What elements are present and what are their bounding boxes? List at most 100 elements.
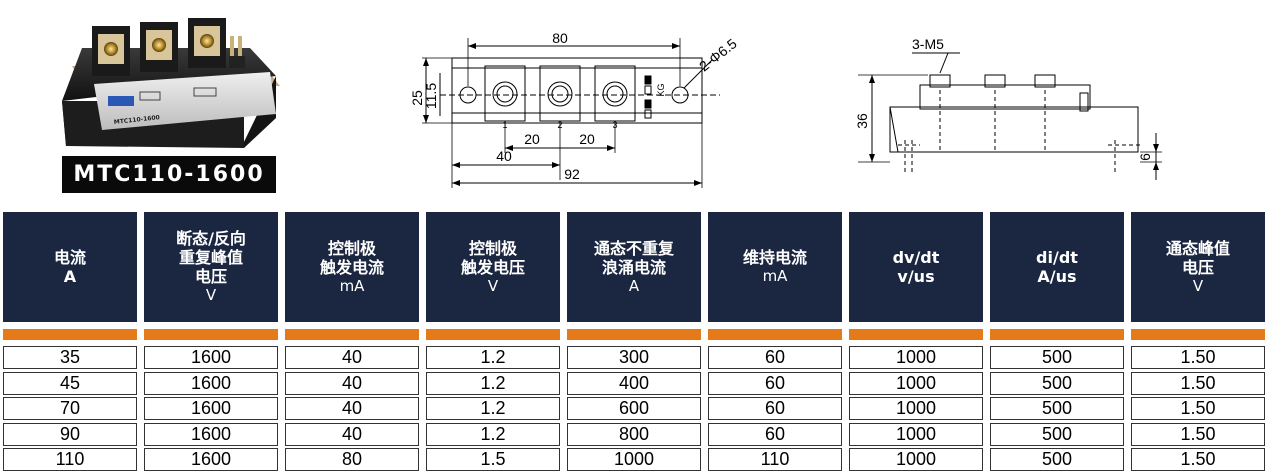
orange-divider bbox=[708, 329, 842, 340]
column-header-line: 通态不重复 bbox=[593, 238, 674, 258]
table-cell: 1.50 bbox=[1131, 372, 1265, 395]
column-header-line: A/us bbox=[1037, 267, 1077, 286]
table-cell: 60 bbox=[708, 397, 842, 420]
pin-3: 3 bbox=[612, 120, 617, 130]
module-photo: MTC110-1600 bbox=[62, 18, 280, 148]
orange-divider bbox=[990, 329, 1124, 340]
table-cell: 1000 bbox=[849, 397, 983, 420]
table-cell: 80 bbox=[285, 448, 419, 471]
column-header-unit: mA bbox=[762, 267, 788, 285]
table-cell: 1.2 bbox=[426, 423, 560, 446]
table-cell: 1.50 bbox=[1131, 397, 1265, 420]
model-label: MTC110-1600 bbox=[62, 156, 276, 193]
orange-divider bbox=[426, 329, 560, 340]
orange-divider bbox=[3, 329, 137, 340]
table-cell: 60 bbox=[708, 423, 842, 446]
top-view-drawing: 80 2-Φ6.5 25 11.5 1 2 3 KG 20 20 40 92 bbox=[412, 30, 740, 188]
table-cell: 1000 bbox=[849, 372, 983, 395]
column-header-line: dv/dt bbox=[892, 248, 940, 267]
table-cell: 1.5 bbox=[426, 448, 560, 471]
table-cell: 400 bbox=[567, 372, 701, 395]
pin-1: 1 bbox=[502, 120, 507, 130]
table-cell: 500 bbox=[990, 423, 1124, 446]
table-cell: 110 bbox=[708, 448, 842, 471]
dim-11-5: 11.5 bbox=[423, 83, 439, 109]
dim-6: 6 bbox=[1137, 153, 1153, 161]
table-cell: 1.2 bbox=[426, 346, 560, 369]
table-cell: 1.50 bbox=[1131, 448, 1265, 471]
table-cell: 40 bbox=[285, 346, 419, 369]
table-cell: 1000 bbox=[849, 423, 983, 446]
column-header-line: 维持电流 bbox=[742, 248, 807, 267]
dim-36: 36 bbox=[854, 113, 870, 129]
table-cell: 1.2 bbox=[426, 372, 560, 395]
column-header-line: 触发电压 bbox=[460, 257, 525, 277]
column-header-unit: A bbox=[628, 276, 640, 295]
table-cell: 1600 bbox=[144, 397, 278, 420]
column-header-line: 重复峰值 bbox=[178, 248, 243, 267]
table-cell: 60 bbox=[708, 346, 842, 369]
dim-80: 80 bbox=[552, 30, 568, 46]
column-header-line: 电流 bbox=[53, 248, 86, 267]
orange-divider bbox=[849, 329, 983, 340]
product-illustration-area: MTC110-1600 MTC110-1600 bbox=[0, 0, 1270, 205]
column-header-line: v/us bbox=[897, 267, 935, 286]
column-header-unit: V bbox=[487, 276, 499, 295]
column-header-line: 电压 bbox=[194, 267, 227, 286]
orange-divider bbox=[567, 329, 701, 340]
column-header-line: 通态峰值 bbox=[1165, 238, 1230, 258]
column-header-unit: V bbox=[1192, 276, 1204, 295]
column-header-line: 触发电流 bbox=[319, 257, 384, 277]
table-cell: 35 bbox=[3, 346, 137, 369]
table-cell: 1.2 bbox=[426, 397, 560, 420]
pins-kg: KG bbox=[656, 83, 666, 96]
table-cell: 1000 bbox=[849, 346, 983, 369]
column-header-line: 浪涌电流 bbox=[601, 257, 666, 277]
table-cell: 500 bbox=[990, 372, 1124, 395]
dim-92: 92 bbox=[564, 166, 580, 182]
table-cell: 600 bbox=[567, 397, 701, 420]
column-header-line: 控制极 bbox=[327, 238, 376, 258]
table-cell: 1.50 bbox=[1131, 423, 1265, 446]
dim-hole: 2-Φ6.5 bbox=[696, 35, 740, 74]
table-cell: 500 bbox=[990, 397, 1124, 420]
table-cell: 110 bbox=[3, 448, 137, 471]
table-cell: 60 bbox=[708, 372, 842, 395]
table-cell: 40 bbox=[285, 397, 419, 420]
pin-2: 2 bbox=[557, 120, 562, 130]
column-header-unit: mA bbox=[339, 276, 365, 295]
column-header-line: di/dt bbox=[1036, 248, 1078, 267]
table-cell: 70 bbox=[3, 397, 137, 420]
table-cell: 40 bbox=[285, 372, 419, 395]
orange-divider bbox=[144, 329, 278, 340]
column-header-line: 断态/反向 bbox=[176, 229, 246, 248]
dim-20a: 20 bbox=[524, 131, 540, 147]
table-cell: 1600 bbox=[144, 372, 278, 395]
orange-divider bbox=[1131, 329, 1265, 340]
table-cell: 45 bbox=[3, 372, 137, 395]
table-cell: 40 bbox=[285, 423, 419, 446]
column-header-line: 电压 bbox=[1181, 257, 1214, 277]
dim-20b: 20 bbox=[579, 131, 595, 147]
table-cell: 500 bbox=[990, 346, 1124, 369]
dim-25: 25 bbox=[412, 90, 425, 106]
table-cell: 500 bbox=[990, 448, 1124, 471]
table-cell: 1000 bbox=[849, 448, 983, 471]
column-header-line: 控制极 bbox=[468, 238, 517, 258]
table-cell: 300 bbox=[567, 346, 701, 369]
photo-part-text: MTC110-1600 bbox=[113, 114, 160, 126]
table-cell: 1600 bbox=[144, 346, 278, 369]
table-cell: 1.50 bbox=[1131, 346, 1265, 369]
dim-40: 40 bbox=[496, 148, 512, 164]
orange-divider bbox=[285, 329, 419, 340]
column-header-unit: V bbox=[205, 286, 217, 304]
